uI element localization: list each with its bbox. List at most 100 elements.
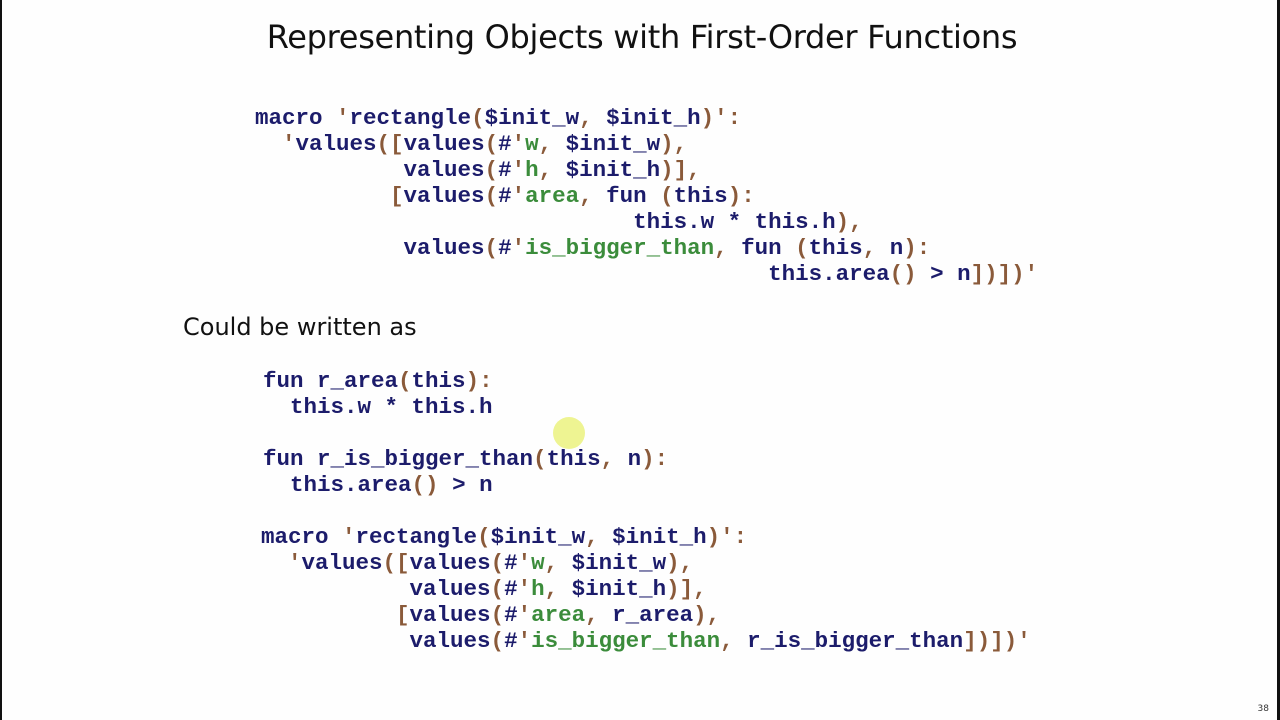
code-token: values	[409, 602, 491, 628]
code-block-first-order-functions: fun r_area(this): this.w * this.h fun r_…	[263, 368, 668, 498]
code-token	[255, 131, 282, 157]
code-token: $init_h	[571, 576, 667, 602]
code-line: macro 'rectangle($init_w, $init_h)':	[255, 105, 1038, 131]
code-token: #	[498, 183, 512, 209]
code-token: ):	[727, 183, 755, 209]
code-token: w	[525, 131, 539, 157]
code-token: this.area	[290, 472, 412, 498]
code-token: ,	[600, 446, 628, 472]
code-token: '	[511, 183, 526, 209]
code-token: ,	[862, 235, 890, 261]
code-line: values(#'is_bigger_than, r_is_bigger_tha…	[261, 628, 1031, 654]
code-token: (	[660, 183, 674, 209]
code-token: $init_h	[612, 524, 707, 550]
code-token: '	[517, 576, 532, 602]
code-token: this.w * this.h	[633, 209, 836, 235]
code-token: values	[301, 550, 383, 576]
code-token: this	[546, 446, 601, 472]
code-token: rectangle	[355, 524, 478, 550]
code-token	[255, 235, 404, 261]
code-token: ,	[579, 183, 607, 209]
code-token: this	[411, 368, 466, 394]
code-token: '	[511, 235, 526, 261]
code-token: ),	[693, 602, 721, 628]
code-token: h	[525, 157, 539, 183]
code-token: r_is_bigger_than	[747, 628, 964, 654]
code-token	[263, 472, 290, 498]
code-token: (	[398, 368, 412, 394]
code-token: (	[490, 550, 505, 576]
code-line: values(#'h, $init_h)],	[261, 576, 1031, 602]
code-token: area	[525, 183, 580, 209]
slide-title: Representing Objects with First-Order Fu…	[266, 18, 1018, 56]
code-line: this.area() > n])])'	[255, 261, 1038, 287]
code-token: #	[504, 628, 518, 654]
code-token: this	[808, 235, 863, 261]
code-token: r_area	[612, 602, 694, 628]
code-token: (	[795, 235, 809, 261]
code-token: ])])'	[963, 628, 1031, 654]
code-token: ,	[544, 550, 572, 576]
code-token: ,	[544, 576, 572, 602]
code-token: h	[531, 576, 545, 602]
code-token: ,	[585, 602, 613, 628]
code-token: ()	[411, 472, 439, 498]
code-token: $init_w	[484, 105, 580, 131]
code-token: values	[409, 550, 491, 576]
code-token: values	[295, 131, 377, 157]
code-token: w	[531, 550, 545, 576]
code-token: )':	[700, 105, 742, 131]
code-token: $init_h	[565, 157, 661, 183]
page-number: 38	[1257, 704, 1269, 714]
code-token: )],	[666, 576, 707, 602]
code-token: this.area	[768, 261, 890, 287]
code-token	[255, 209, 633, 235]
code-token: #	[504, 602, 518, 628]
code-token: ),	[835, 209, 863, 235]
code-token: macro	[255, 105, 337, 131]
code-token	[255, 261, 768, 287]
code-token: '	[288, 550, 302, 576]
window-border-right	[1277, 0, 1280, 720]
code-token: [	[396, 602, 410, 628]
code-token: is_bigger_than	[525, 235, 715, 261]
code-token: '	[282, 131, 296, 157]
code-token: )':	[706, 524, 748, 550]
code-token: this.w * this.h	[290, 394, 493, 420]
code-token: ([	[382, 550, 410, 576]
code-line: 'values([values(#'w, $init_w),	[261, 550, 1031, 576]
code-token: '	[336, 105, 350, 131]
code-token: n	[889, 235, 904, 261]
code-token: fun	[741, 235, 796, 261]
code-line	[263, 420, 668, 446]
code-token: fun r_is_bigger_than	[263, 446, 534, 472]
code-token: ):	[465, 368, 493, 394]
code-token: values	[403, 183, 485, 209]
code-token: '	[517, 602, 532, 628]
code-token: #	[504, 576, 518, 602]
code-line: values(#'is_bigger_than, fun (this, n):	[255, 235, 1038, 261]
code-line: this.area() > n	[263, 472, 668, 498]
code-token: rectangle	[349, 105, 472, 131]
code-token: $init_w	[565, 131, 661, 157]
code-token: ])])'	[970, 261, 1039, 287]
code-token: is_bigger_than	[531, 628, 721, 654]
code-token	[261, 576, 410, 602]
code-token: (	[533, 446, 547, 472]
code-token: '	[342, 524, 356, 550]
code-token: this	[673, 183, 728, 209]
code-token: ([	[376, 131, 404, 157]
code-token: '	[517, 628, 532, 654]
code-token: fun	[606, 183, 661, 209]
code-token: values	[403, 131, 485, 157]
code-token: values	[409, 576, 491, 602]
code-token: #	[498, 157, 512, 183]
code-token: ,	[585, 524, 613, 550]
code-block-original-macro: macro 'rectangle($init_w, $init_h)': 'va…	[255, 105, 1038, 287]
code-token	[263, 420, 277, 446]
code-token: (	[477, 524, 491, 550]
code-token	[255, 183, 390, 209]
code-line: this.w * this.h),	[255, 209, 1038, 235]
code-token: (	[471, 105, 485, 131]
